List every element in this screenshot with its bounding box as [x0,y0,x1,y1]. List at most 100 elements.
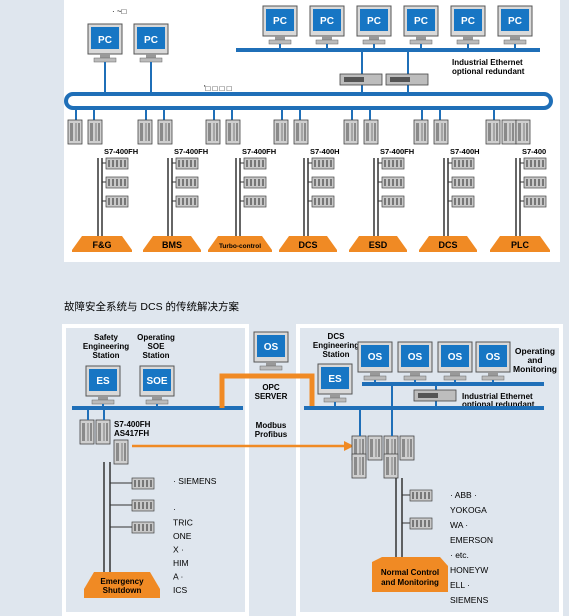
ethernet-label: Industrial Ethernet [452,58,523,67]
controller-label: S7-400H [310,147,340,156]
dcs-network-switch [413,389,457,402]
soe-station-label-2: SOE [148,342,166,351]
svg-text:OS: OS [448,352,463,363]
emergency-shutdown: Emergency Shutdown [84,572,160,598]
svg-text:Shutdown: Shutdown [103,586,142,595]
pc-label: PC [98,35,112,46]
controller-label: S7-400FH [380,147,414,156]
vendor-item: HONEYW [450,565,488,575]
svg-text:and Monitoring: and Monitoring [381,578,439,587]
controller-label: S7-400FH [242,147,276,156]
safety-station-label-2: Engineering [83,342,129,351]
operating-label-1: Operating [515,346,555,356]
system-box [419,236,477,252]
dcs-es-workstation: ES [317,363,353,403]
controller-label-1: S7-400FH [114,420,151,429]
vendor-item: ONE [173,531,192,541]
system-box [279,236,337,252]
system-label: DCS [298,240,317,250]
vendor-item: SIEMENS [450,595,489,605]
operating-label-2: and [527,355,542,365]
controller-column: S7-400FH Turbo-control [205,108,276,252]
diagram-caption: 故障安全系统与 DCS 的传统解决方案 [64,300,240,313]
svg-text:PC: PC [320,16,334,27]
modbus-label: Modbus [256,421,287,430]
dcs-station-label-1: DCS [328,332,346,341]
system-label: PLC [511,240,530,250]
dcs-ethernet-sublabel: optional redundant [462,400,535,409]
vendor-item: WA · [450,520,468,530]
dcs-panel [296,324,563,616]
svg-text:Emergency: Emergency [100,577,144,586]
operating-label-3: Monitoring [513,364,557,374]
safety-station-label-1: Safety [94,333,119,342]
controller-column: S7-400H DCS [413,108,480,252]
vendor-list-right: · ABB · YOKOGA WA · EMERSON · etc. HONEYW ELL … [450,490,493,605]
vendor-item: TRIC [173,518,193,528]
controller-label: S7-400FH [104,147,138,156]
dcs-ethernet-label: Industrial Ethernet [462,392,533,401]
soe-workstation: SOE [139,365,175,408]
vendor-item: · [173,504,176,514]
soe-station-label-3: Station [142,351,169,360]
profibus-label: Profibus [255,430,288,439]
dcs-controller [351,408,433,560]
system-label: ESD [369,240,388,250]
vendor-item: A · [173,572,183,582]
vendor-item: · etc. [450,550,469,560]
vendor-item: YOKOGA [450,505,487,515]
controller-label: S7-400 [522,147,546,156]
pc-label: PC [144,35,158,46]
system-label: BMS [162,240,182,250]
controller-label: S7-400H [450,147,480,156]
system-box [143,236,201,252]
opc-connection [219,373,315,408]
system-box [490,236,550,252]
vendor-item: ICS [173,585,188,595]
svg-text:Normal Control: Normal Control [381,568,439,577]
opc-server-label-2: SERVER [255,392,288,401]
svg-text:PC: PC [273,16,287,27]
normal-control-monitoring: Normal Control and Monitoring [372,557,448,592]
opc-server: OS [253,331,289,371]
bottom-section: Safety Engineering Station ES Operating … [62,324,563,616]
controller-label: S7-400FH [174,147,208,156]
svg-text:OS: OS [408,352,423,363]
svg-text:ES: ES [328,374,342,385]
plant-bus [64,92,553,110]
ethernet-sublabel: optional redundant [452,67,525,76]
system-label: F&G [93,240,112,250]
safety-panel [62,324,249,616]
top-section: · ~□ PC PC PC PC PC PC PC PC Industrial … [64,0,560,262]
controller-label-2: AS417FH [114,429,149,438]
safety-station-label-3: Station [92,351,119,360]
soe-station-label-1: Operating [137,333,175,342]
vendor-item: EMERSON [450,535,493,545]
controller-column: S7-400FH ESD [343,108,414,252]
dcs-station-label-2: Engineering [313,341,359,350]
system-box [72,236,132,252]
system-label: Turbo-control [219,243,261,250]
es-workstation: ES [85,365,121,408]
stray-top-text: · ~□ [112,7,127,16]
vendor-item: ELL · [450,580,470,590]
controller-column: S7-400H DCS [273,108,340,252]
vendor-item: · ABB · [450,490,477,500]
opc-server-label-1: OPC [262,383,280,392]
svg-text:OS: OS [264,342,279,353]
safety-controller [79,408,155,572]
svg-text:SOE: SOE [146,376,167,387]
svg-text:PC: PC [508,16,522,27]
svg-text:ES: ES [96,376,110,387]
pc-left-1: PC [87,23,123,96]
vendor-item: · SIEMENS [173,476,217,486]
svg-text:PC: PC [414,16,428,27]
system-box [208,236,272,252]
system-label: DCS [438,240,457,250]
network-switch [339,73,383,86]
svg-text:OS: OS [486,352,501,363]
svg-text:PC: PC [367,16,381,27]
